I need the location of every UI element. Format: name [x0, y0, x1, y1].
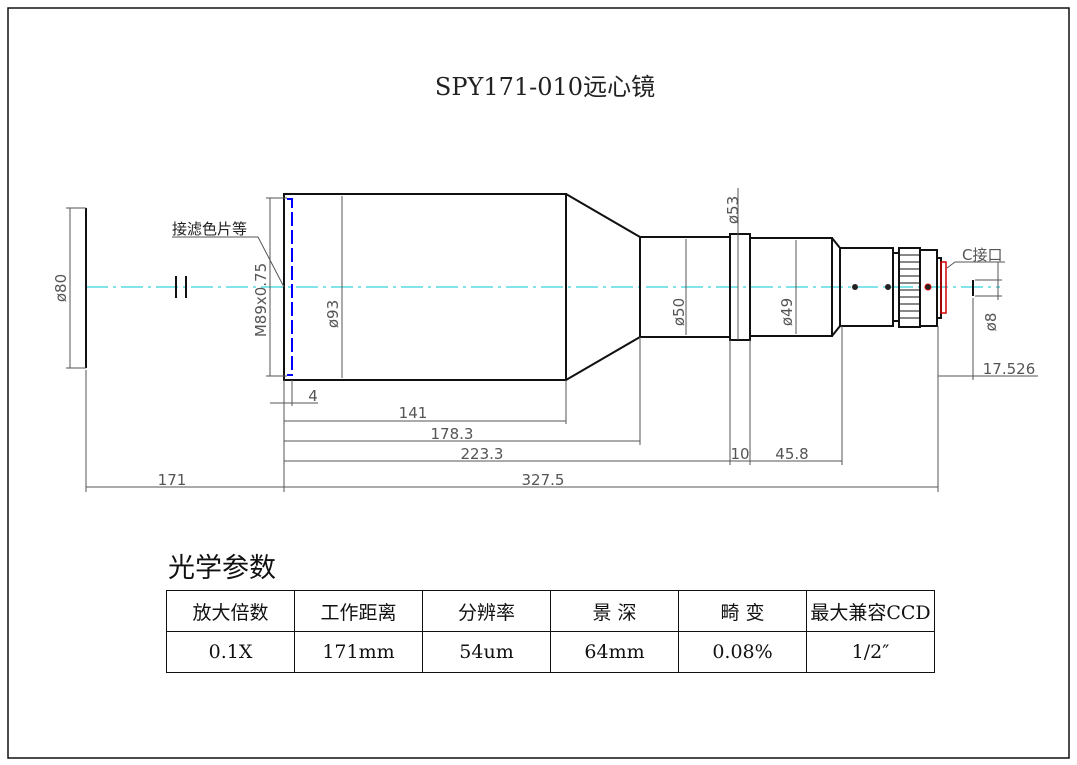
dim-223-3: 223.3 [461, 445, 504, 463]
params-section-title: 光学参数 [168, 553, 276, 584]
object-plane [66, 207, 187, 369]
dia-53-label: ø53 [724, 196, 742, 224]
value-cell: 0.08% [678, 631, 807, 673]
table-row: 0.1X 171mm 54um 64mm 0.08% 1/2″ [166, 631, 935, 673]
drawing-title: SPY171-010远心镜 [435, 73, 655, 101]
header-cell: 景 深 [550, 590, 679, 632]
header-cell: 分辨率 [422, 590, 551, 632]
value-cell: 0.1X [166, 631, 295, 673]
dim-17-526: 17.526 [983, 360, 1036, 378]
dim-178-3: 178.3 [431, 425, 474, 443]
header-cell: 放大倍数 [166, 590, 295, 632]
table-header-row: 放大倍数 工作距离 分辨率 景 深 畸 变 最大兼容CCD [166, 590, 935, 632]
optical-params-table: 放大倍数 工作距离 分辨率 景 深 畸 变 最大兼容CCD 0.1X 171mm… [166, 590, 935, 673]
dia-50-label: ø50 [670, 298, 688, 326]
c-mount-flange [940, 261, 947, 314]
dia-8-label: ø8 [982, 313, 1000, 332]
header-cell: 工作距离 [294, 590, 423, 632]
screws [852, 283, 932, 291]
value-cell: 1/2″ [806, 631, 935, 673]
dia-93-label: ø93 [324, 300, 342, 328]
knurl [899, 254, 920, 319]
dia-80-label: ø80 [52, 274, 70, 302]
value-cell: 171mm [294, 631, 423, 673]
header-cell: 畸 变 [678, 590, 807, 632]
dim-327-5: 327.5 [522, 471, 565, 489]
thread-label: M89x0.75 [252, 263, 270, 337]
filter-thread [287, 198, 293, 376]
value-cell: 54um [422, 631, 551, 673]
header-cell: 最大兼容CCD [806, 590, 935, 632]
dimension-lines [85, 188, 1038, 492]
dim-4: 4 [308, 387, 318, 405]
dim-10: 10 [730, 445, 749, 463]
dim-171: 171 [158, 471, 187, 489]
dia-49-label: ø49 [778, 298, 796, 326]
dim-45-8: 45.8 [775, 445, 808, 463]
filter-note: 接滤色片等 [172, 220, 247, 238]
drawing-border [7, 7, 1070, 759]
c-mount-label: C接口 [962, 246, 1002, 264]
dim-141: 141 [399, 404, 428, 422]
value-cell: 64mm [550, 631, 679, 673]
